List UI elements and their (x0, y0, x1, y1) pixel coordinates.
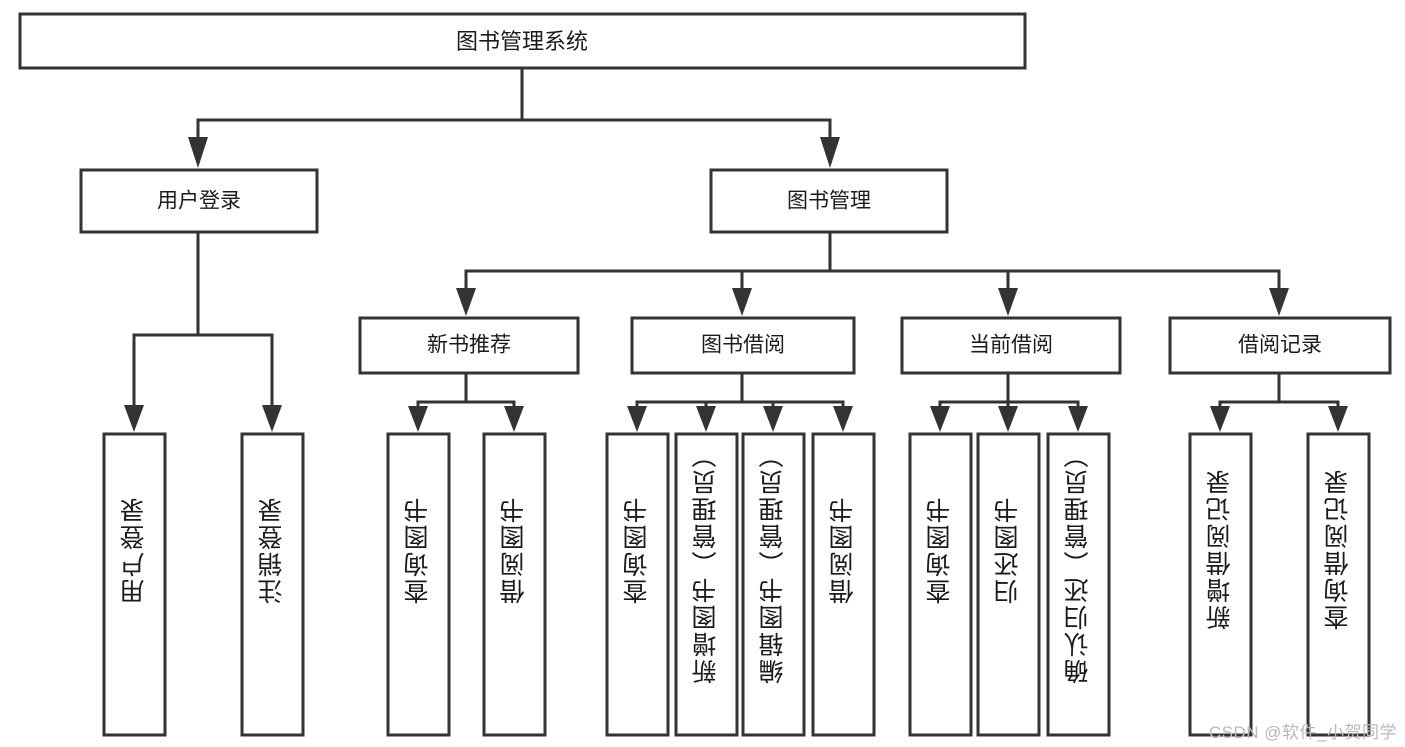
node-book-borrow-box[interactable] (630, 316, 856, 375)
arrow-head-leaf-book-borrow-3 (763, 406, 783, 432)
arrow-head-leaf-current-borrow-2 (998, 406, 1018, 432)
node-root-system[interactable]: 图书管理系统 (18, 12, 1027, 70)
node-book-borrow-label: 图书借阅 (701, 334, 785, 357)
arrow-head-leaf-book-borrow-1 (627, 406, 647, 432)
arrow-head-new-book (456, 288, 476, 316)
arrow-head-book-borrow (732, 288, 752, 316)
leaf-box-new-book-2[interactable] (482, 432, 547, 737)
connectors-book-manage-to-level3 (456, 230, 1289, 316)
connectors-borrow-record-to-leaves (1210, 371, 1348, 432)
leaf-boxes-book-borrow (605, 432, 876, 737)
connectors-current-borrow-to-leaves (930, 371, 1088, 432)
node-user-login[interactable]: 用户登录 (79, 168, 319, 234)
connectors-root-to-level2 (188, 66, 840, 168)
arrow-head-book-manage (820, 137, 840, 168)
connectors-book-borrow-to-leaves (627, 371, 853, 432)
leaf-boxes-current-borrow (908, 432, 1111, 737)
node-user-login-label: 用户登录 (157, 190, 241, 213)
arrow-head-leaf-book-borrow-4 (833, 406, 853, 432)
leaf-boxes-borrow-record (1188, 432, 1371, 737)
leaf-box-book-borrow-3[interactable] (741, 432, 806, 737)
watermark-credit: CSDN @软件_小贺同学 (1208, 723, 1397, 742)
node-root-box[interactable] (18, 12, 1027, 70)
arrow-head-leaf-user-login-1 (124, 405, 144, 432)
leaf-box-borrow-record-1[interactable] (1188, 432, 1253, 737)
node-borrow-record[interactable]: 借阅记录 (1168, 316, 1392, 375)
arrow-head-leaf-borrow-record-1 (1210, 406, 1230, 432)
node-book-borrow[interactable]: 图书借阅 (630, 316, 856, 375)
arrow-head-leaf-new-book-1 (408, 406, 428, 432)
leaf-box-book-borrow-4[interactable] (811, 432, 876, 737)
leaf-box-current-borrow-3[interactable] (1046, 432, 1111, 737)
node-new-book-recommend[interactable]: 新书推荐 (358, 316, 580, 375)
node-user-login-box[interactable] (79, 168, 319, 234)
arrow-head-user-login (188, 137, 208, 168)
node-book-manage-label: 图书管理 (787, 190, 871, 213)
node-new-book-recommend-box[interactable] (358, 316, 580, 375)
arrow-head-leaf-user-login-2 (262, 405, 282, 432)
node-borrow-record-label: 借阅记录 (1238, 334, 1322, 357)
arrow-head-leaf-book-borrow-2 (696, 406, 716, 432)
leaf-box-new-book-1[interactable] (386, 432, 451, 737)
node-root-label: 图书管理系统 (456, 29, 588, 54)
node-current-borrow[interactable]: 当前借阅 (900, 316, 1122, 375)
leaf-box-current-borrow-2[interactable] (976, 432, 1041, 737)
connectors-user-login-to-leaves (124, 230, 282, 432)
arrow-head-leaf-new-book-2 (504, 406, 524, 432)
node-book-manage[interactable]: 图书管理 (709, 168, 949, 234)
leaf-box-borrow-record-2[interactable] (1306, 432, 1371, 737)
connectors-new-book-to-leaves (408, 371, 524, 432)
leaf-boxes-new-book-recommend (386, 432, 547, 737)
leaf-box-current-borrow-1[interactable] (908, 432, 973, 737)
arrow-head-leaf-borrow-record-2 (1328, 406, 1348, 432)
leaf-box-user-login-1[interactable] (102, 432, 167, 737)
node-current-borrow-box[interactable] (900, 316, 1122, 375)
leaf-box-book-borrow-2[interactable] (674, 432, 739, 737)
arrow-head-current-borrow (998, 288, 1018, 316)
leaf-boxes-user-login (102, 432, 305, 737)
arrow-head-borrow-record (1269, 288, 1289, 316)
node-book-manage-box[interactable] (709, 168, 949, 234)
leaf-box-book-borrow-1[interactable] (605, 432, 670, 737)
node-current-borrow-label: 当前借阅 (969, 334, 1053, 357)
arrow-head-leaf-current-borrow-1 (930, 406, 950, 432)
arrow-head-leaf-current-borrow-3 (1068, 406, 1088, 432)
leaf-box-user-login-2[interactable] (240, 432, 305, 737)
node-new-book-recommend-label: 新书推荐 (427, 334, 511, 357)
node-borrow-record-box[interactable] (1168, 316, 1392, 375)
